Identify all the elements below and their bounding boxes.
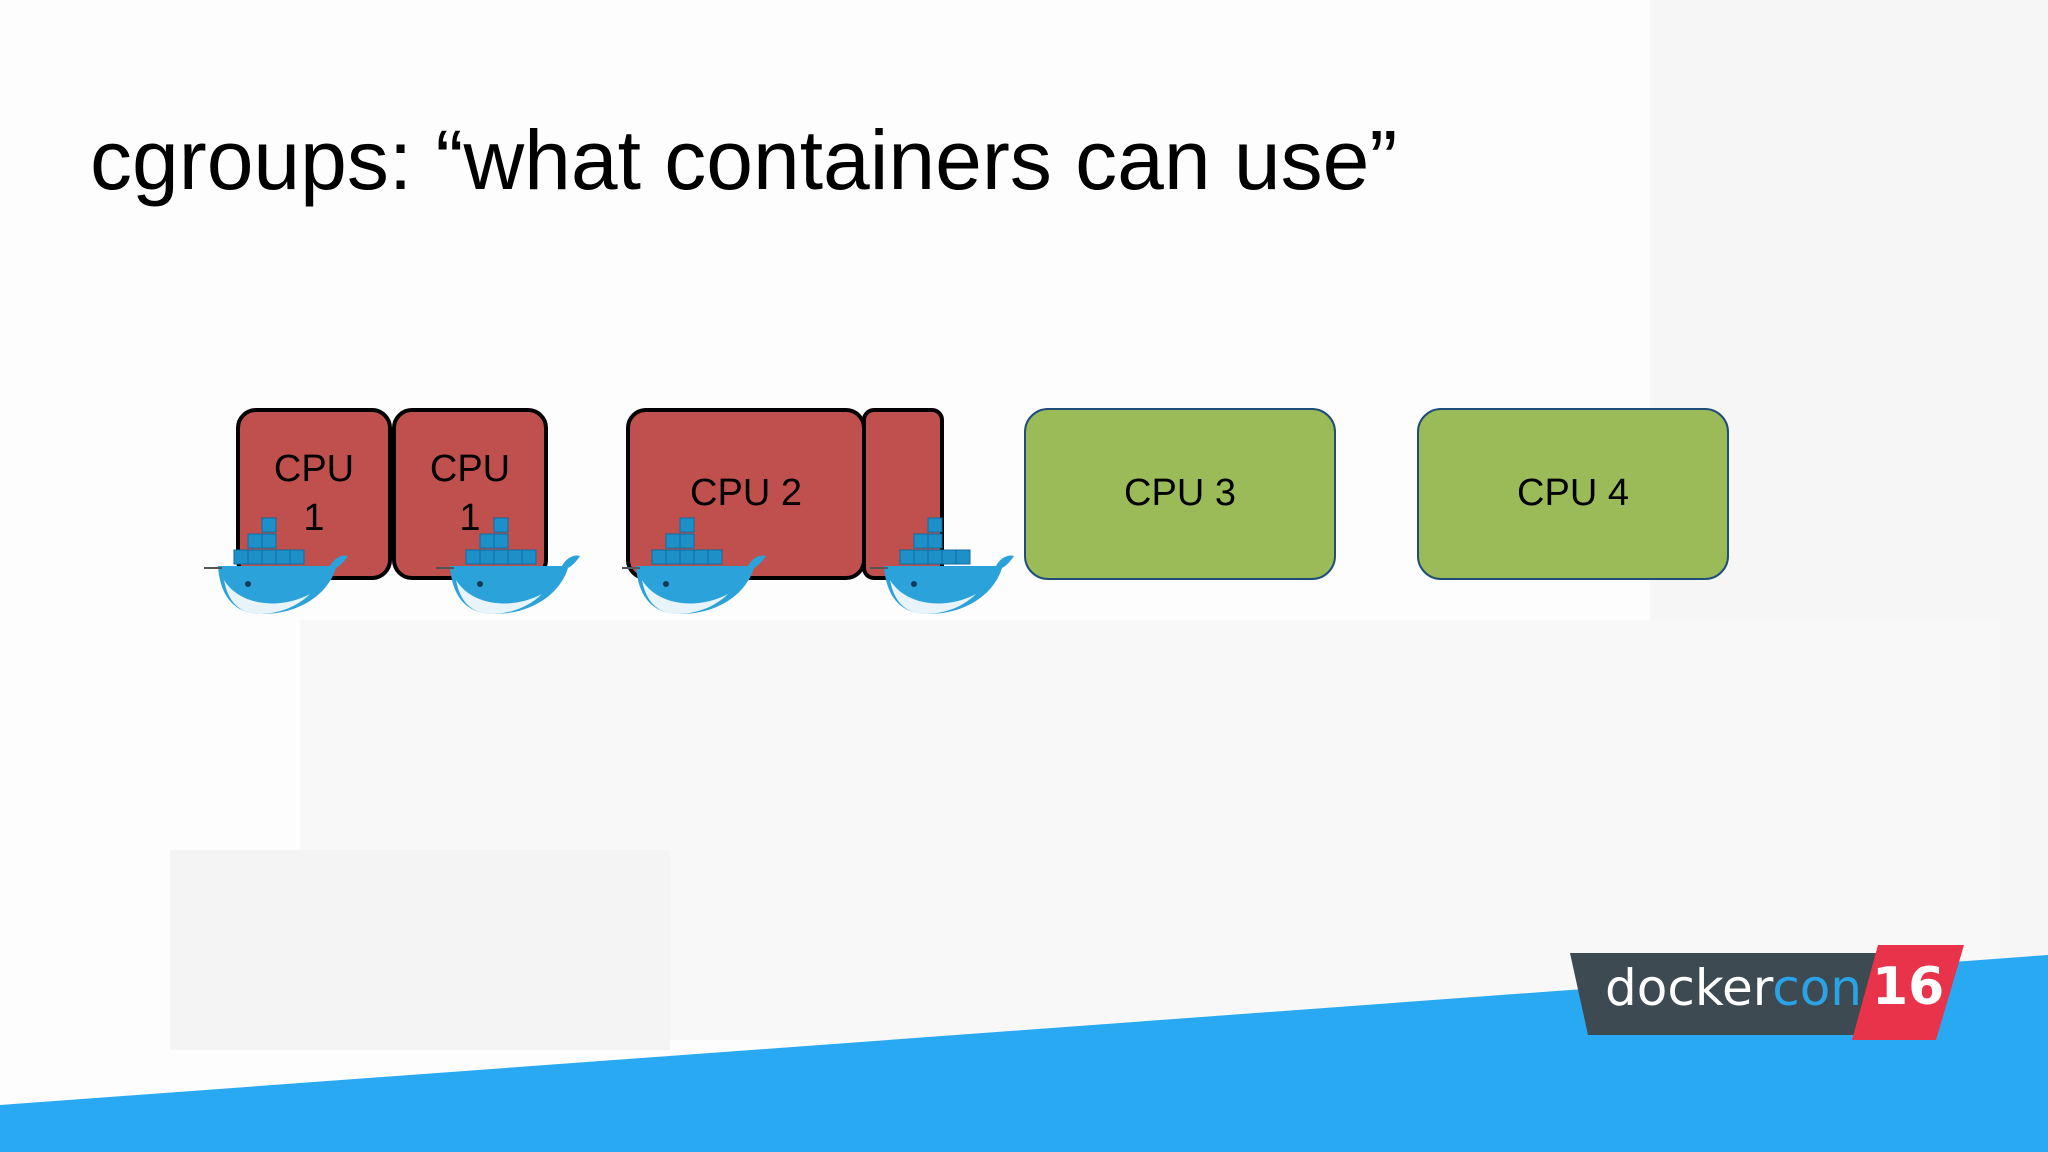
page-title: cgroups: “what containers can use” [90,113,1398,207]
cpu-box-4: CPU 4 [1417,408,1729,580]
dockercon-logo: dockercon 16 [1560,945,1970,1040]
logo-con-text: con [1772,959,1862,1017]
docker-whale-icon [432,510,582,620]
docker-whale-icon [866,510,1016,620]
docker-whale-icon [618,510,768,620]
logo-number: 16 [1872,957,1945,1017]
cpu-label: CPU 1 [273,447,355,539]
cpu-label: CPU 2 [690,472,802,515]
cpu-box-3: CPU 3 [1024,408,1336,580]
cpu-label: CPU 4 [1517,472,1629,515]
cpu-label: CPU 3 [1124,472,1236,515]
docker-whale-icon [200,510,350,620]
cpu-label: CPU 1 [429,447,511,539]
logo-docker-text: docker [1605,959,1773,1017]
logo-wordmark: dockercon [1605,963,1862,1013]
